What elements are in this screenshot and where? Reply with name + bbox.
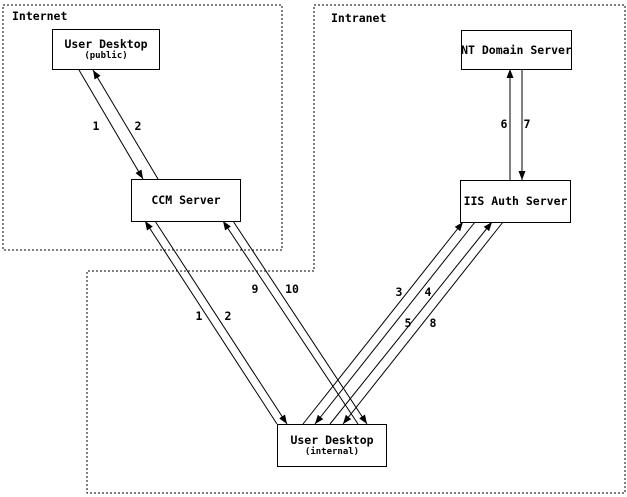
- edge-label-7: 7: [524, 117, 531, 131]
- intranet-zone-label: Intranet: [331, 11, 387, 25]
- node-iis-auth-server-label: IIS Auth Server: [463, 194, 568, 208]
- internet-zone-border: [2, 4, 283, 251]
- intranet-zone-border: [86, 4, 626, 494]
- edge-label-3: 3: [396, 285, 403, 299]
- arrow-2-ccm-to-public-desktop: [92, 69, 159, 180]
- arrow-1-public-desktop-to-ccm: [78, 69, 144, 180]
- edge-label-4: 4: [425, 285, 432, 299]
- node-nt-domain-server-label: NT Domain Server: [461, 42, 572, 57]
- edge-label-6: 6: [501, 117, 508, 131]
- edge-label-1-public: 1: [93, 119, 100, 133]
- edge-label-8: 8: [430, 316, 437, 330]
- edge-label-9: 9: [252, 282, 259, 296]
- node-user-desktop-internal-label: User Desktop: [290, 433, 374, 447]
- node-nt-domain-server: NT Domain Server: [461, 30, 572, 70]
- edge-label-2-public: 2: [135, 119, 142, 133]
- arrow-2-ccm-to-internal-desktop: [154, 220, 288, 425]
- arrow-9-internal-desktop-to-ccm: [222, 220, 359, 425]
- edge-label-5: 5: [405, 316, 412, 330]
- node-iis-auth-server: IIS Auth Server: [460, 180, 571, 223]
- node-ccm-server-label: CCM Server: [151, 193, 221, 207]
- arrow-5-internal-desktop-to-iis: [329, 221, 493, 425]
- node-user-desktop-internal-sublabel: (internal): [304, 447, 360, 457]
- arrow-1-internal-desktop-to-ccm: [144, 220, 278, 425]
- edge-label-1-internal: 1: [196, 309, 203, 323]
- node-user-desktop-public-label: User Desktop: [64, 37, 148, 51]
- node-user-desktop-public: User Desktop (public): [52, 29, 160, 70]
- arrow-8-iis-to-internal-desktop: [342, 221, 504, 425]
- node-user-desktop-public-sublabel: (public): [84, 51, 128, 61]
- edge-label-10: 10: [285, 282, 299, 296]
- arrow-4-iis-to-internal-desktop: [314, 221, 476, 425]
- arrow-10-ccm-to-internal-desktop: [232, 220, 368, 425]
- edge-label-2-internal: 2: [225, 309, 232, 323]
- arrow-3-internal-desktop-to-iis: [302, 221, 464, 425]
- node-user-desktop-internal: User Desktop (internal): [277, 424, 387, 467]
- internet-zone-label: Internet: [12, 9, 68, 23]
- node-ccm-server: CCM Server: [131, 179, 241, 222]
